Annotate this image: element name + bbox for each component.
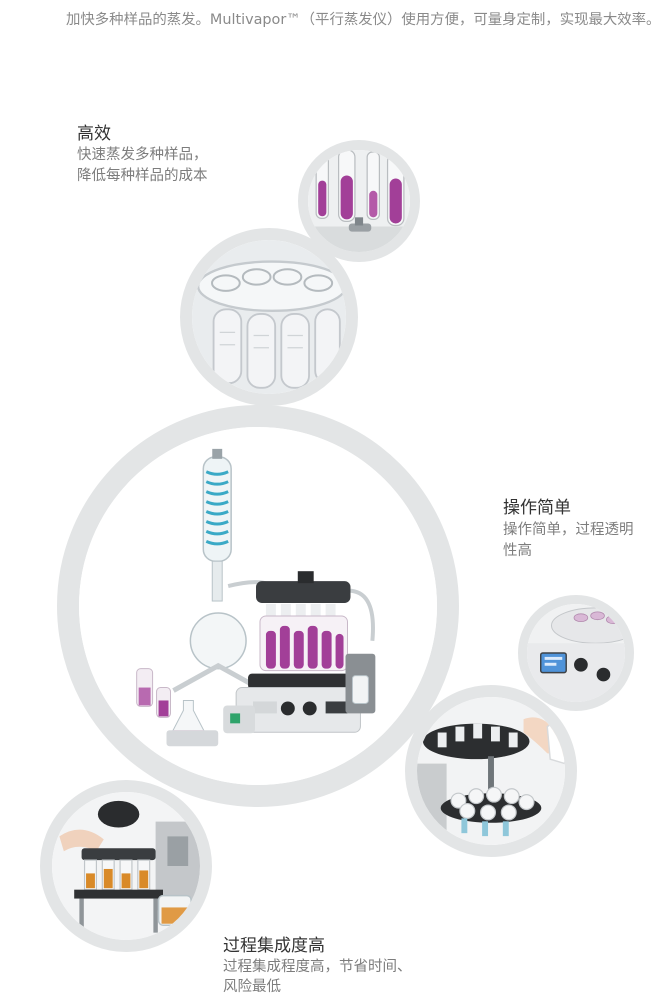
feature-desc-easy-operation-line2: 性高	[503, 543, 532, 559]
photo-control-panel	[527, 604, 625, 702]
intro-text: 加快多种样品的蒸发。Multivapor™（平行蒸发仪）使用方便，可量身定制，实…	[66, 12, 657, 28]
multivapor-device-illustration	[79, 427, 437, 785]
glass-rack-illustration	[192, 240, 346, 394]
photo-glass-rack	[192, 240, 346, 394]
feature-title-efficiency: 高效	[77, 124, 111, 144]
control-panel-illustration	[527, 604, 625, 702]
feature-desc-easy-operation-line1: 操作简单，过程透明	[503, 522, 634, 538]
photo-sample-vials	[308, 150, 410, 252]
feature-title-easy-operation: 操作简单	[503, 498, 571, 518]
feature-desc-integration-line1: 过程集成程度高，节省时间、	[223, 959, 412, 975]
photo-amber-samples	[52, 792, 200, 940]
feature-desc-integration-line2: 风险最低	[223, 979, 281, 995]
vials-illustration	[308, 150, 410, 252]
hand-rack-illustration	[417, 697, 565, 845]
photo-multivapor-device	[79, 427, 437, 785]
amber-samples-illustration	[52, 792, 200, 940]
feature-desc-efficiency-line1: 快速蒸发多种样品，	[77, 147, 208, 163]
feature-desc-efficiency-line2: 降低每种样品的成本	[77, 168, 208, 184]
feature-title-integration: 过程集成度高	[223, 936, 325, 956]
photo-hand-rack	[417, 697, 565, 845]
